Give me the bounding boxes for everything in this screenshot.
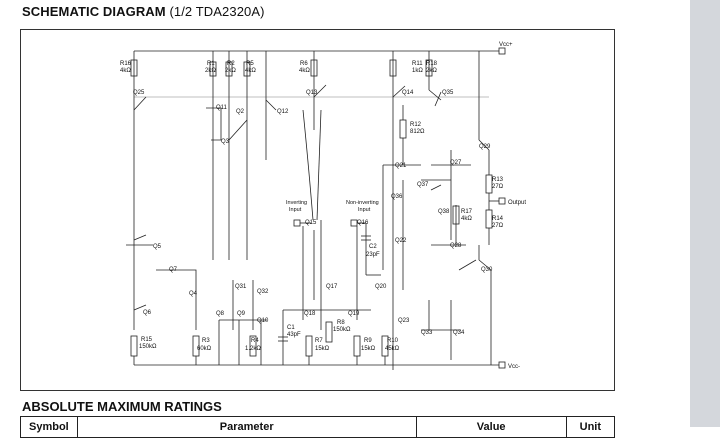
- col-unit: Unit: [565, 416, 616, 438]
- resistor-value: 2kΩ: [225, 68, 236, 74]
- resistor-value: 2kΩ: [426, 68, 437, 74]
- resistor-value: 27Ω: [492, 223, 504, 229]
- resistor-name: R18: [426, 61, 438, 67]
- transistor-label: Q15: [305, 220, 317, 226]
- resistor-value: 150kΩ: [139, 344, 157, 350]
- resistor-value: 150kΩ: [333, 327, 351, 333]
- inverting-input-label-2: Input: [289, 207, 302, 213]
- transistor-label: Q32: [257, 289, 269, 295]
- resistor-name: R4: [251, 338, 259, 344]
- capacitor-name: C1: [287, 325, 295, 331]
- transistor-label: Q5: [153, 244, 162, 250]
- col-value: Value: [415, 416, 567, 438]
- resistor-name: R10: [387, 338, 399, 344]
- page-heading: SCHEMATIC DIAGRAM (1/2 TDA2320A): [22, 4, 265, 19]
- resistor-value: 812Ω: [410, 129, 425, 135]
- resistor-name: R17: [461, 209, 473, 215]
- transistor-label: Q18: [304, 311, 316, 317]
- heading-subtitle: (1/2 TDA2320A): [169, 4, 265, 19]
- resistor-value: 45kΩ: [385, 346, 400, 352]
- noninverting-input-label-1: Non-inverting: [346, 200, 379, 206]
- resistor-value: 60kΩ: [197, 346, 212, 352]
- col-symbol: Symbol: [20, 416, 78, 438]
- resistor-value: 4kΩ: [299, 68, 310, 74]
- resistor-value: 4kΩ: [120, 68, 131, 74]
- transistor-label: Q38: [438, 209, 450, 215]
- resistor-name: R7: [315, 338, 323, 344]
- transistor-label: Q8: [216, 311, 225, 317]
- resistor-name: R5: [246, 61, 254, 67]
- ratings-section-title: ABSOLUTE MAXIMUM RATINGS: [22, 399, 222, 414]
- transistor-label: Q25: [133, 90, 145, 96]
- transistor-label: Q27: [450, 160, 462, 166]
- resistor-value: 15kΩ: [361, 346, 376, 352]
- ratings-table: Symbol Parameter Value Unit: [20, 416, 616, 438]
- ratings-header-row: Symbol Parameter Value Unit: [20, 416, 616, 438]
- transistor-label: Q34: [453, 330, 465, 336]
- transistor-label: Q19: [348, 311, 360, 317]
- transistor-label: Q13: [306, 90, 318, 96]
- transistor-label: Q14: [402, 90, 414, 96]
- transistor-label: Q21: [395, 163, 407, 169]
- transistor-label: Q23: [398, 318, 410, 324]
- resistor-name: R11: [412, 61, 423, 67]
- transistor-label: Q10: [257, 318, 269, 324]
- heading-title: SCHEMATIC DIAGRAM: [22, 4, 166, 19]
- transistor-label: Q29: [479, 144, 491, 150]
- transistor-label: Q37: [417, 182, 429, 188]
- resistor-name: R15: [141, 337, 153, 343]
- resistor-name: R13: [492, 177, 504, 183]
- transistor-label: Q30: [481, 267, 493, 273]
- transistor-label: Q35: [442, 90, 454, 96]
- transistor-label: Q28: [450, 243, 462, 249]
- schematic-svg: Vcc+ Vcc- Output Inverting Input Non-inv…: [120, 42, 526, 370]
- resistor-name: R12: [410, 122, 422, 128]
- resistor-value: 1kΩ: [412, 68, 423, 74]
- transistor-label: Q22: [395, 238, 407, 244]
- transistor-label: Q3: [221, 139, 230, 145]
- resistor-value: 15kΩ: [315, 346, 330, 352]
- capacitor-name: C2: [369, 244, 377, 250]
- transistor-label: Q6: [143, 310, 152, 316]
- resistor-value: 4kΩ: [245, 68, 256, 74]
- transistor-label: Q11: [216, 105, 228, 111]
- col-parameter: Parameter: [76, 416, 417, 438]
- supply-pos-label: Vcc+: [499, 42, 513, 48]
- resistor-value: 27Ω: [492, 184, 504, 190]
- transistor-label: Q33: [421, 330, 433, 336]
- resistor-name: R8: [337, 320, 345, 326]
- supply-neg-label: Vcc-: [508, 364, 520, 370]
- noninverting-input-label-2: Input: [358, 207, 371, 213]
- transistor-label: Q7: [169, 267, 178, 273]
- transistor-label: Q31: [235, 284, 247, 290]
- resistor-name: R9: [364, 338, 372, 344]
- capacitor-value: 43pF: [287, 332, 301, 338]
- resistor-name: R3: [202, 338, 210, 344]
- schematic-diagram: Vcc+ Vcc- Output Inverting Input Non-inv…: [20, 29, 615, 391]
- resistor-value: 1.2kΩ: [245, 346, 261, 352]
- resistor-name: R6: [300, 61, 308, 67]
- resistor-name: R14: [492, 216, 504, 222]
- transistor-label: Q12: [277, 109, 289, 115]
- page-margin-gutter: [690, 0, 720, 427]
- transistor-label: Q16: [357, 220, 369, 226]
- resistor-name: R16: [120, 61, 132, 67]
- resistor-name: R2: [227, 61, 235, 67]
- transistor-label: Q36: [391, 194, 403, 200]
- capacitor-value: 23pF: [366, 252, 380, 258]
- resistor-name: R1: [207, 61, 215, 67]
- output-label: Output: [508, 200, 526, 206]
- resistor-value: 2kΩ: [205, 68, 216, 74]
- transistor-label: Q17: [326, 284, 338, 290]
- transistor-label: Q2: [236, 109, 245, 115]
- resistor-value: 4kΩ: [461, 216, 472, 222]
- transistor-label: Q20: [375, 284, 387, 290]
- transistor-label: Q9: [237, 311, 246, 317]
- transistor-label: Q4: [189, 291, 198, 297]
- inverting-input-label-1: Inverting: [286, 200, 307, 206]
